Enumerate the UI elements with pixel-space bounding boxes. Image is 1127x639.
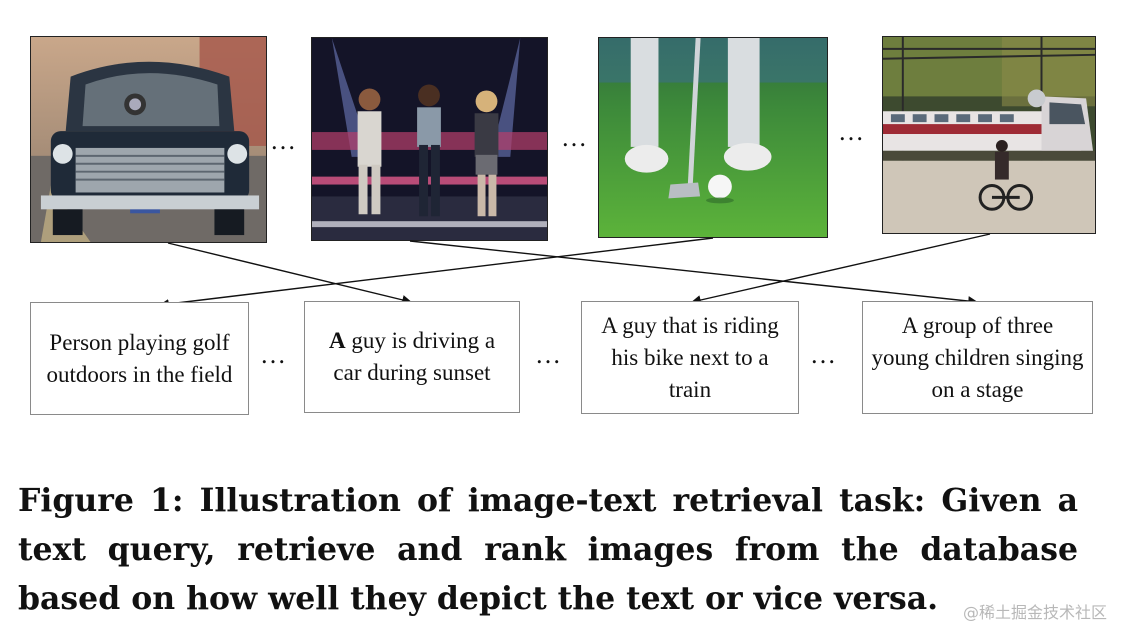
arrow-golf-to-person: [159, 237, 714, 309]
caption-stage-text: A group of three young children singing …: [871, 312, 1084, 402]
arrow-train-to-bike: [691, 233, 991, 305]
image-car: [30, 36, 267, 243]
caption-car-bold: A: [328, 328, 346, 353]
caption-bike-text: A guy that is riding his bike next to a …: [601, 312, 779, 402]
image-golf: [598, 37, 828, 238]
figure-caption: Figure 1: Illustration of image-text ret…: [18, 482, 1078, 617]
golf-photo-icon: [599, 38, 827, 237]
arrow-singers-to-group: [409, 240, 978, 306]
image-train: [882, 36, 1096, 234]
ellipsis-1: …: [270, 126, 296, 155]
singers-photo-icon: [312, 38, 547, 240]
car-photo-icon: [31, 37, 266, 242]
ellipsis-4: …: [260, 340, 286, 369]
caption-golf-text: Person playing golf outdoors in the fiel…: [46, 329, 233, 387]
caption-car: A guy is driving a car during sunset: [304, 301, 520, 413]
train-photo-icon: [883, 37, 1095, 233]
ellipsis-6: …: [810, 340, 836, 369]
watermark: @稀土掘金技术社区: [962, 603, 1107, 622]
ellipsis-2: …: [561, 123, 587, 152]
ellipsis-3: …: [838, 117, 864, 146]
caption-bike: A guy that is riding his bike next to a …: [581, 301, 799, 414]
arrow-car-to-driving: [167, 242, 412, 305]
image-singers: [311, 37, 548, 241]
caption-stage: A group of three young children singing …: [862, 301, 1093, 414]
ellipsis-5: …: [535, 340, 561, 369]
caption-car-text: guy is driving a car during sunset: [333, 328, 496, 385]
caption-golf: Person playing golf outdoors in the fiel…: [30, 302, 249, 415]
